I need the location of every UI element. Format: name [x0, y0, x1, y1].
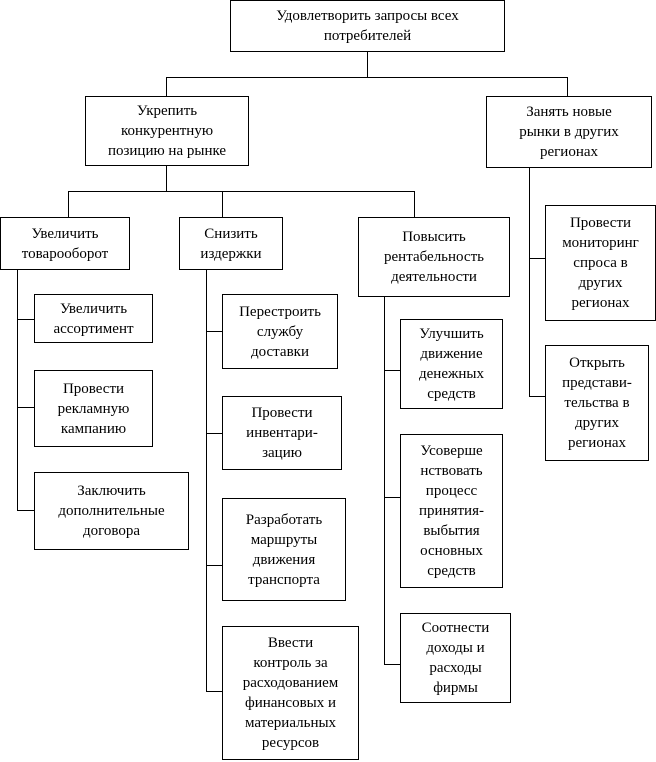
- new-markets-item-label: Открыть представи- тельства в других рег…: [562, 355, 632, 451]
- profitability-item-label: Соотнести доходы и расходы фирмы: [421, 620, 490, 696]
- turnover-item-node: Увеличить ассортимент: [34, 294, 153, 343]
- new-markets-label: Занять новые рынки в других регионах: [519, 104, 619, 160]
- costs-item-label: Ввести контроль за расходованием финансо…: [242, 635, 339, 751]
- root-goal-label: Удовлетворить запросы всех потребителей: [276, 8, 459, 44]
- competitive-position-node: Укрепить конкурентную позицию на рынке: [85, 96, 249, 166]
- turnover-item-label: Провести рекламную кампанию: [57, 380, 130, 437]
- costs-item-node: Провести инвентари- зацию: [222, 396, 342, 470]
- costs-label: Снизить издержки: [200, 225, 262, 262]
- costs-item-label: Провести инвентари- зацию: [246, 405, 318, 461]
- profitability-item-label: Улучшить движение денежных средств: [419, 326, 484, 402]
- new-markets-item-node: Провести мониторинг спроса в других реги…: [545, 205, 656, 321]
- costs-item-node: Перестроить службу доставки: [222, 294, 338, 369]
- costs-item-label: Разработать маршруты движения транспорта: [245, 511, 323, 588]
- costs-item-node: Ввести контроль за расходованием финансо…: [222, 626, 359, 760]
- new-markets-item-node: Открыть представи- тельства в других рег…: [545, 345, 649, 461]
- profitability-item-label: Усоверше нствовать процесс принятия- выб…: [419, 443, 484, 579]
- turnover-item-label: Заключить дополнительные договора: [58, 483, 165, 539]
- costs-item-node: Разработать маршруты движения транспорта: [222, 498, 346, 601]
- costs-item-label: Перестроить службу доставки: [239, 303, 321, 360]
- new-markets-node: Занять новые рынки в других регионах: [486, 96, 652, 168]
- turnover-item-node: Заключить дополнительные договора: [34, 472, 189, 550]
- turnover-node: Увеличить товарооборот: [0, 217, 130, 270]
- profitability-item-node: Соотнести доходы и расходы фирмы: [400, 613, 511, 703]
- new-markets-item-label: Провести мониторинг спроса в других реги…: [562, 215, 639, 311]
- turnover-item-label: Увеличить ассортимент: [53, 300, 134, 337]
- costs-node: Снизить издержки: [179, 217, 283, 270]
- profitability-item-node: Улучшить движение денежных средств: [400, 319, 503, 409]
- turnover-item-node: Провести рекламную кампанию: [34, 370, 153, 447]
- profitability-item-node: Усоверше нствовать процесс принятия- выб…: [400, 434, 503, 588]
- profitability-label: Повысить рентабельность деятельности: [384, 229, 484, 285]
- root-goal-node: Удовлетворить запросы всех потребителей: [230, 0, 505, 52]
- turnover-label: Увеличить товарооборот: [21, 225, 109, 262]
- competitive-position-label: Укрепить конкурентную позицию на рынке: [107, 103, 227, 159]
- profitability-node: Повысить рентабельность деятельности: [358, 217, 510, 297]
